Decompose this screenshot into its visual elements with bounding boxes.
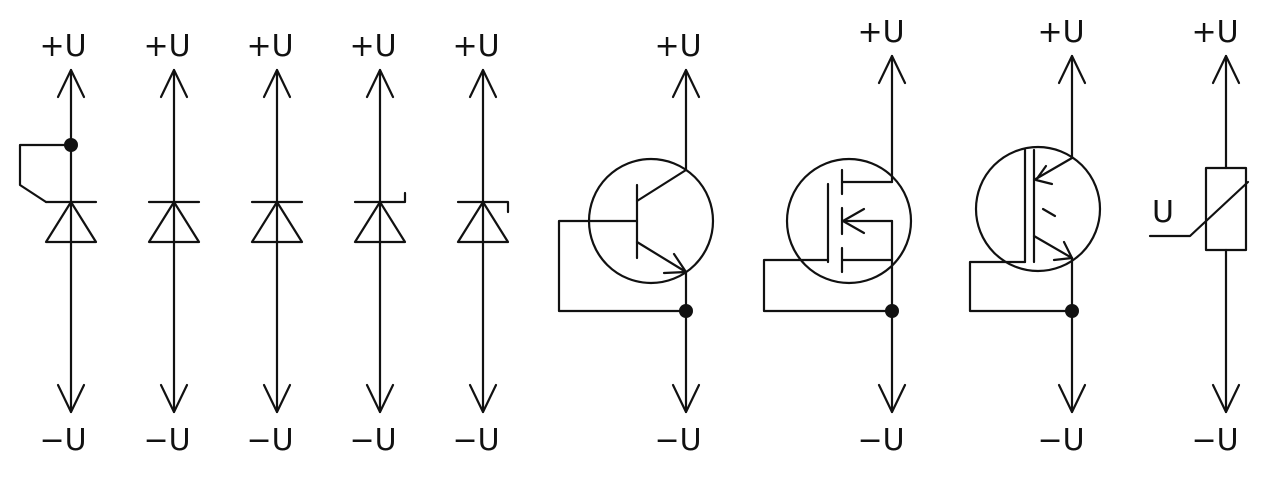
component-5-zener-diode: +U −U [452,29,510,458]
junction-dot [679,304,693,318]
collector-lead [1032,156,1074,182]
body-arrow-icon [841,207,866,235]
plus-u-label: +U [857,15,904,50]
emitter-lead [635,240,688,274]
component-8-igbt: +U −U [968,15,1102,458]
plus-u-label: +U [39,29,86,64]
collector-lead [635,168,688,203]
minus-u-label: −U [1037,423,1084,458]
minus-u-label: −U [246,423,293,458]
gate-loop-wire [762,258,894,313]
diode-triangle [147,200,201,244]
minus-u-label: −U [452,423,499,458]
minus-u-label: −U [654,423,701,458]
component-7-mosfet: +U −U [762,15,913,458]
component-3-diode: +U −U [246,29,304,458]
intermediate-lead [1041,207,1057,218]
mosfet-envelope [785,157,913,285]
component-6-npn-transistor: +U −U [557,29,715,458]
plus-u-label: +U [654,29,701,64]
zener-cathode-bar [353,191,407,204]
component-1-diode-with-loop: +U −U [18,29,98,458]
plus-u-label: +U [1191,15,1238,50]
diode-triangle [353,200,407,244]
igbt-envelope [974,145,1102,273]
minus-u-label: −U [143,423,190,458]
varistor-slash [1148,180,1250,238]
diode-triangle [456,200,510,244]
diode-triangle [44,200,98,244]
junction-dot [885,304,899,318]
minus-u-label: −U [857,423,904,458]
minus-u-label: −U [349,423,396,458]
varistor-body [1204,166,1248,252]
component-9-varistor: +U U −U [1148,15,1250,458]
junction-dot [1065,304,1079,318]
plus-u-label: +U [349,29,396,64]
minus-u-label: −U [39,423,86,458]
gate-loop-wire [968,260,1074,313]
loop-wire [18,143,73,204]
plus-u-label: +U [246,29,293,64]
component-2-diode: +U −U [143,29,201,458]
emitter-lead [1032,234,1074,260]
base-loop-wire [557,219,688,313]
diode-triangle [250,200,304,244]
minus-u-label: −U [1191,423,1238,458]
plus-u-label: +U [1037,15,1084,50]
emitter-arrow-icon [1052,240,1074,262]
component-4-zener-diode: +U −U [349,29,407,458]
varistor-voltage-label: U [1152,195,1174,230]
zener-cathode-bar [456,200,510,214]
collector-arrow-icon [1034,164,1054,186]
plus-u-label: +U [143,29,190,64]
plus-u-label: +U [452,29,499,64]
